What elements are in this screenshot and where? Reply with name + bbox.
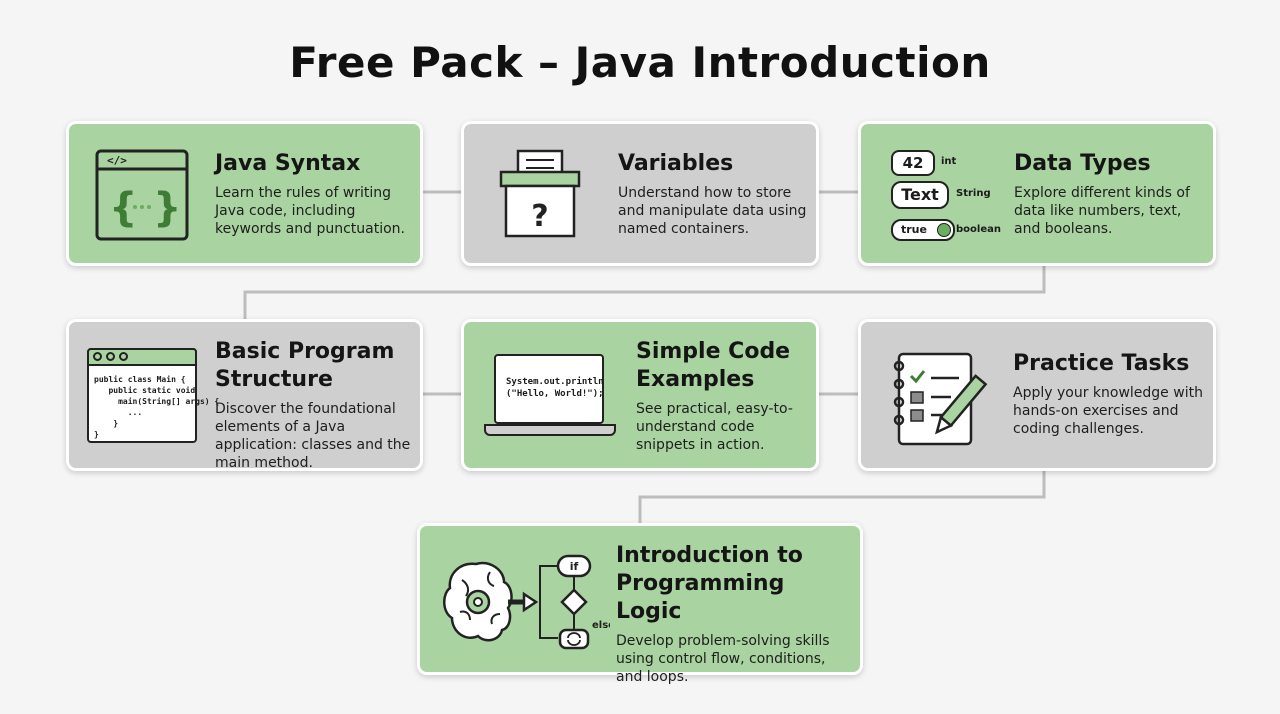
window-dot-icon (119, 352, 128, 361)
svg-text:}: } (153, 185, 181, 231)
card-simple-code-examples: System.out.println ("Hello, World!"); Si… (461, 319, 819, 471)
page-title: Free Pack – Java Introduction (289, 38, 991, 87)
int-value-pill: 42 (891, 150, 935, 176)
int-type-label: int (941, 156, 957, 167)
window-dot-icon (93, 352, 102, 361)
card-title: Practice Tasks (1013, 351, 1190, 376)
toggle-knob-icon (937, 223, 951, 237)
boolean-value: true (901, 223, 927, 236)
svg-text:{: { (109, 185, 137, 231)
card-java-syntax: </> { } Java Syntax Learn the rules of w… (66, 121, 423, 266)
code-snippet: public class Main { public static void m… (94, 375, 220, 439)
card-description: Explore different kinds of data like num… (1014, 185, 1190, 237)
question-mark-text: ? (531, 199, 548, 234)
code-editor-window-icon: public class Main { public static void m… (87, 348, 219, 443)
flow-else-label: else (592, 620, 610, 631)
card-title: Data Types (1014, 151, 1151, 176)
card-programming-logic: if else Introduction to Programming Logi… (417, 523, 863, 685)
card-title: Variables (618, 151, 734, 176)
box-container-icon: ? (498, 148, 582, 244)
code-tag-text: </> (107, 154, 127, 167)
text-value-pill: Text (891, 181, 949, 209)
card-description: Understand how to store and manipulate d… (618, 185, 807, 237)
card-description: See practical, easy-to-understand code s… (636, 401, 793, 453)
gear-icon (465, 589, 491, 615)
brain-flowchart-icon: if else (440, 550, 615, 658)
code-window-icon: </> { } (95, 149, 191, 247)
card-data-types: 42 int Text String true boolean Data Typ… (858, 121, 1216, 266)
card-basic-program-structure: public class Main { public static void m… (66, 319, 423, 471)
loop-arrows-icon (567, 632, 581, 646)
checklist-notebook-icon (889, 350, 989, 454)
card-description: Learn the rules of writing Java code, in… (215, 185, 405, 237)
card-description: Apply your knowledge with hands-on exerc… (1013, 385, 1203, 437)
string-type-label: String (956, 188, 991, 199)
laptop-icon: System.out.println ("Hello, World!"); (484, 354, 616, 439)
card-description: Discover the foundational elements of a … (215, 401, 411, 471)
card-title: Java Syntax (215, 151, 361, 176)
boolean-type-label: boolean (956, 224, 1001, 235)
connector-6-7 (638, 470, 1046, 524)
card-variables: ? Variables Understand how to store and … (461, 121, 819, 266)
flow-if-label: if (570, 560, 579, 573)
card-description: Develop problem-solving skills using con… (616, 633, 830, 685)
window-dot-icon (106, 352, 115, 361)
boolean-toggle-pill: true (891, 219, 955, 241)
card-title: Introduction to Programming Logic (616, 543, 803, 624)
connector-3-4 (243, 265, 1046, 320)
code-snippet: System.out.println ("Hello, World!"); (506, 377, 604, 399)
card-title: Simple Code Examples (636, 339, 791, 392)
card-title: Basic Program Structure (215, 339, 395, 392)
card-practice-tasks: Practice Tasks Apply your knowledge with… (858, 319, 1216, 471)
